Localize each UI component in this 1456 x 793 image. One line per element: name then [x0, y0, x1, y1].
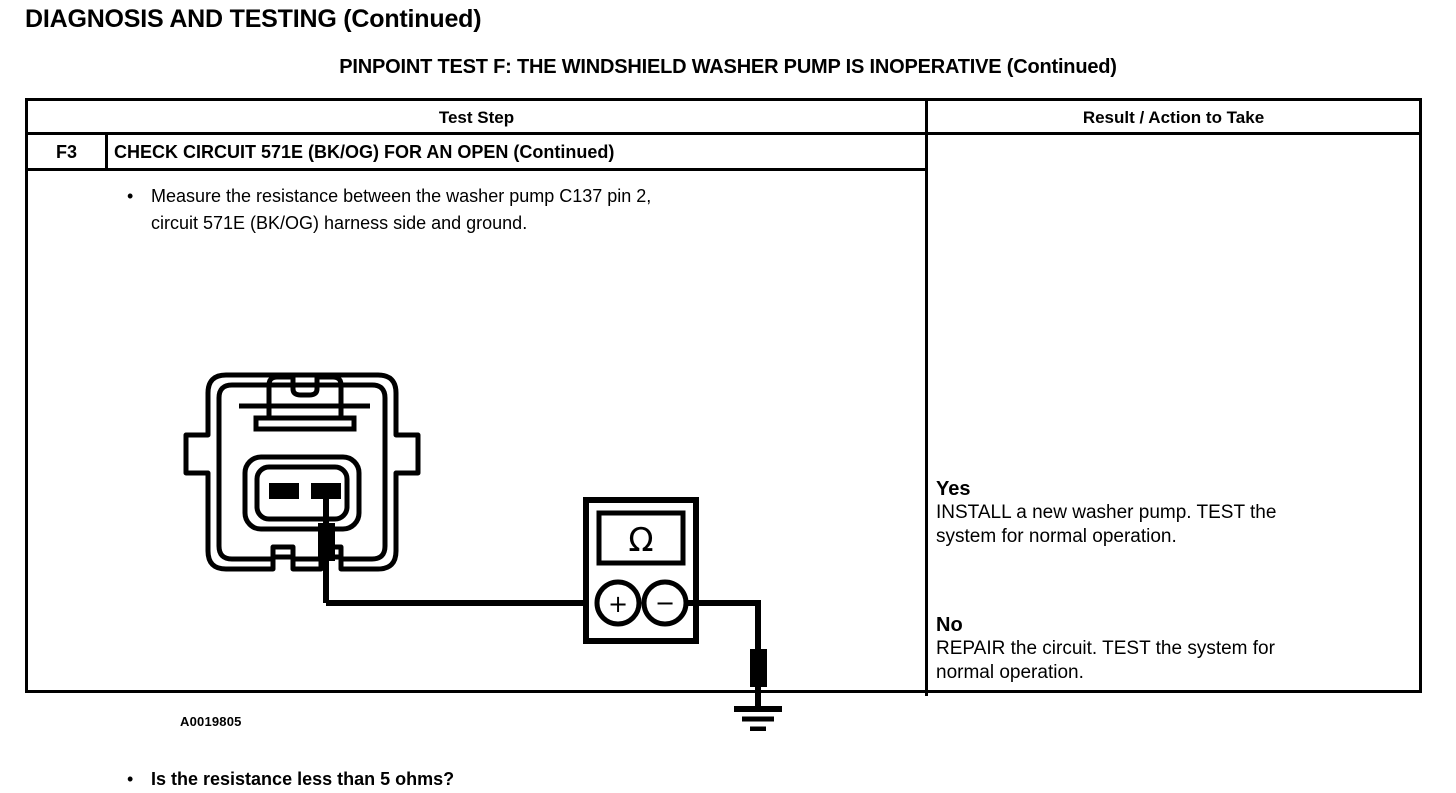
probe-handle-connector [318, 523, 335, 561]
result-no-line-1: REPAIR the circuit. TEST the system for [936, 638, 1275, 659]
result-no-text: REPAIR the circuit. TEST the system for … [936, 637, 1416, 685]
result-no-label: No [936, 614, 963, 636]
result-yes-block: Yes INSTALL a new washer pump. TEST the … [936, 477, 1416, 549]
connector-pin-1 [269, 483, 299, 499]
test-setup-diagram: Ω + − [53, 261, 950, 731]
step-row-rule [28, 168, 925, 171]
question-text: Is the resistance less than 5 ohms? [151, 769, 455, 789]
meter-negative-label: − [655, 589, 675, 617]
question-row: • Is the resistance less than 5 ohms? [113, 766, 813, 793]
probe-handle-ground [750, 649, 767, 687]
result-yes-line-2: system for normal operation. [936, 526, 1177, 547]
instruction-bullet-row: • Measure the resistance between the was… [113, 183, 903, 237]
instruction-text: Measure the resistance between the washe… [151, 183, 651, 237]
result-no-block: No REPAIR the circuit. TEST the system f… [936, 613, 1416, 685]
bullet-icon: • [127, 186, 134, 206]
header-rule [28, 132, 1419, 135]
pinpoint-test-subtitle-text: PINPOINT TEST F: THE WINDSHIELD WASHER P… [339, 56, 1117, 78]
meter-display [596, 510, 686, 566]
result-no-line-2: normal operation. [936, 662, 1084, 683]
result-yes-text: INSTALL a new washer pump. TEST the syst… [936, 501, 1416, 549]
column-divider [925, 101, 928, 696]
figure-id-label: A0019805 [180, 714, 242, 729]
result-yes-label: Yes [936, 478, 971, 500]
page-title: DIAGNOSIS AND TESTING (Continued) [25, 5, 482, 33]
ground-symbol [734, 706, 782, 731]
connector-latch [239, 374, 370, 432]
instruction-line-1: Measure the resistance between the washe… [151, 186, 652, 206]
meter-ohm-symbol: Ω [628, 520, 653, 559]
connector-body [183, 372, 421, 572]
bullet-icon: • [127, 769, 134, 789]
multimeter: Ω + − [583, 497, 699, 644]
diagnostic-table: Test Step Result / Action to Take F3 CHE… [25, 98, 1422, 789]
step-id-cell: F3 [55, 142, 77, 162]
lead-meter-to-ground [686, 600, 761, 649]
instruction-block: • Measure the resistance between the was… [113, 183, 903, 237]
meter-positive-label: + [608, 590, 628, 618]
pinpoint-test-subtitle: PINPOINT TEST F: THE WINDSHIELD WASHER P… [0, 56, 1456, 79]
instruction-line-2: circuit 571E (BK/OG) harness side and gr… [151, 213, 528, 233]
step-id-divider [105, 135, 108, 168]
connector-meter-ground-schematic: Ω + − [183, 372, 782, 731]
meter-positive-terminal [594, 579, 642, 627]
column-header-result-action: Result / Action to Take [1082, 107, 1265, 127]
step-title-cell: CHECK CIRCUIT 571E (BK/OG) FOR AN OPEN (… [114, 142, 615, 162]
service-manual-page: DIAGNOSIS AND TESTING (Continued) PINPOI… [0, 5, 1456, 789]
pin-cavity-rings [242, 454, 362, 532]
column-header-test-step: Test Step [438, 107, 515, 127]
result-yes-line-1: INSTALL a new washer pump. TEST the [936, 502, 1277, 523]
